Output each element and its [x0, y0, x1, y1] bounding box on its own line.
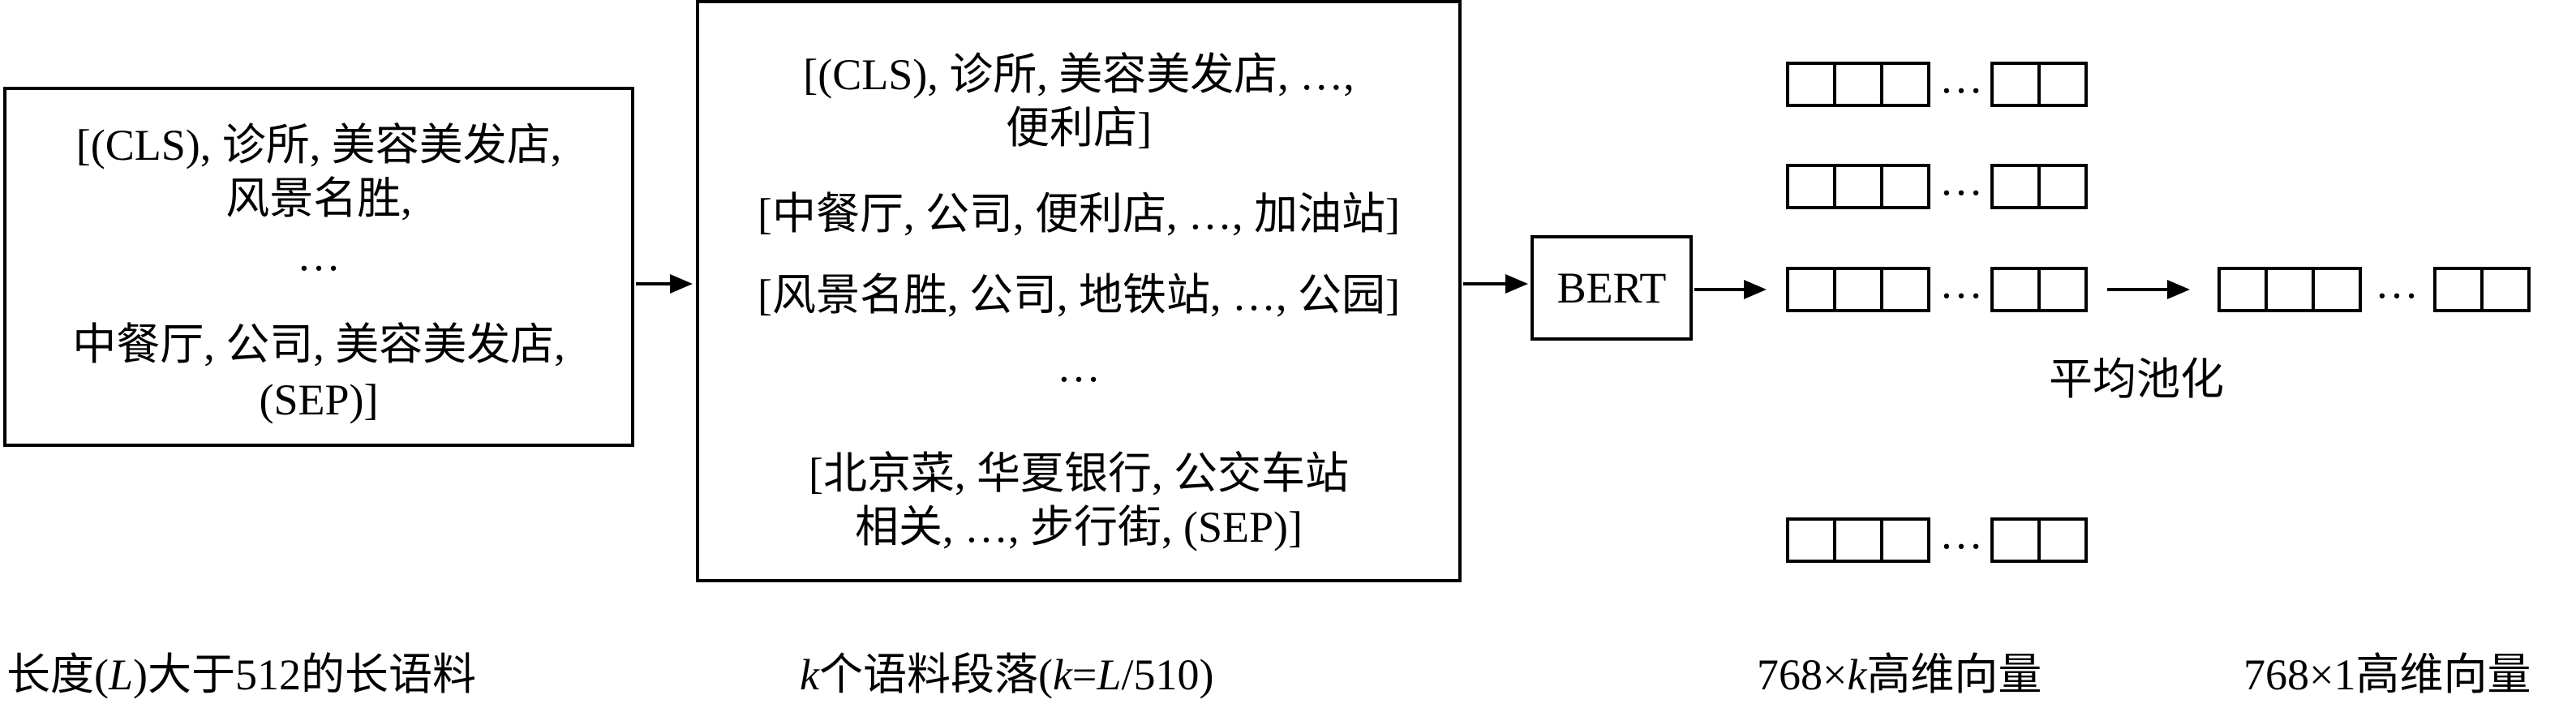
caption-long-corpus-post: )大于512的长语料: [133, 650, 477, 699]
caption-hd-pre: 768×: [1757, 650, 1848, 699]
caption-long-corpus: 长度(L)大于512的长语料: [6, 649, 476, 701]
caption-segments-eq: =: [1071, 650, 1097, 699]
input-corpus-box: [(CLS), 诊所, 美容美发店, 风景名胜, … 中餐厅, 公司, 美容美发…: [3, 87, 634, 447]
input-line-5: (SEP)]: [259, 375, 379, 424]
caption-hd-post: 高维向量: [1866, 650, 2042, 699]
vector-ellipsis-5: …: [2375, 259, 2419, 307]
bert-label: BERT: [1556, 264, 1667, 312]
input-line-1: [(CLS), 诊所, 美容美发店,: [75, 121, 562, 169]
input-line-4: 中餐厅, 公司, 美容美发店,: [72, 320, 565, 369]
segment-line-5: …: [1057, 342, 1101, 391]
caption-segments: k个语料段落(k=L/510): [800, 649, 1213, 701]
caption-single-vector: 768×1高维向量: [2243, 650, 2531, 699]
vector-row-4: [1786, 517, 2088, 563]
caption-high-dim-vectors: 768×k高维向量: [1757, 649, 2041, 701]
segment-line-2: 便利店]: [1006, 104, 1152, 152]
pooling-label: 平均池化: [2049, 355, 2224, 404]
bert-box: BERT: [1531, 235, 1693, 341]
caption-long-corpus-var: L: [108, 650, 134, 699]
caption-long-corpus-pre: 长度(: [6, 650, 109, 699]
vector-ellipsis-4: …: [1939, 509, 1983, 558]
segments-box: [(CLS), 诊所, 美容美发店, …, 便利店] [中餐厅, 公司, 便利店…: [696, 0, 1462, 582]
caption-segments-post: /510): [1121, 650, 1214, 699]
segment-line-3: [中餐厅, 公司, 便利店, …, 加油站]: [758, 190, 1400, 238]
vector-ellipsis-2: …: [1939, 156, 1983, 204]
segment-line-4: [风景名胜, 公司, 地铁站, …, 公园]: [758, 271, 1400, 320]
arrow-bert-to-vectors-head: [1744, 280, 1767, 299]
pooled-vector: [2218, 267, 2531, 312]
vector-row-2: [1786, 164, 2088, 209]
vector-ellipsis-3: …: [1939, 259, 1983, 307]
input-line-2: 风景名胜,: [225, 174, 412, 223]
segment-line-6: [北京菜, 华夏银行, 公交车站: [809, 449, 1349, 498]
segment-line-7: 相关, …, 步行街, (SEP)]: [855, 503, 1303, 551]
caption-segments-k2: k: [1052, 650, 1072, 699]
caption-segments-mid: 个语料段落(: [818, 650, 1053, 699]
vector-ellipsis-1: …: [1939, 54, 1983, 102]
caption-hd-var: k: [1847, 650, 1867, 699]
caption-segments-l: L: [1097, 650, 1122, 699]
input-line-3: …: [297, 231, 341, 280]
arrow-segments-to-bert-head: [1505, 274, 1528, 294]
arrow-input-to-segments-head: [670, 274, 693, 294]
caption-segments-k: k: [800, 650, 819, 699]
arrow-pooling-head: [2167, 280, 2190, 299]
vector-row-3: [1786, 267, 2088, 312]
vector-row-1: [1786, 62, 2088, 107]
segment-line-1: [(CLS), 诊所, 美容美发店, …,: [803, 50, 1355, 99]
